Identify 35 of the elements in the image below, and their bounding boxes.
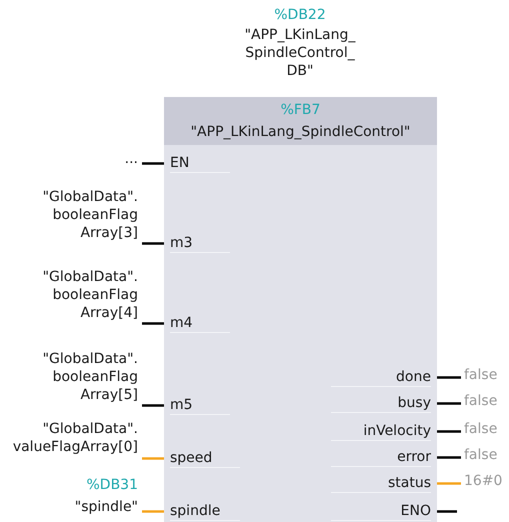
output-value: false [464,420,504,438]
connection-line [435,456,461,459]
parameter-label: "GlobalData". booleanFlag Array[4] [28,268,138,322]
function-block [164,97,437,522]
pin-label: spindle [170,502,240,521]
connection-line [435,482,461,485]
connection-line [435,510,457,513]
pin-label: ENO [331,502,431,521]
parameter-label: "GlobalData". valueFlagArray[0] [0,420,138,456]
connection-line [435,430,461,433]
pin-label: error [331,448,431,467]
connection-line [435,376,461,379]
pin-label: busy [331,394,431,413]
pin-label: status [331,474,431,493]
pin-label: m3 [170,234,230,253]
output-value: false [464,446,504,464]
instance-address: %DB22 [273,6,327,24]
instance-name: "APP_LKinLang_ SpindleControl_ DB" [244,26,356,80]
pin-label: m4 [170,314,230,333]
output-value: false [464,392,504,410]
parameter-label: "spindle" [74,498,138,516]
output-value: 16#0 [464,472,504,490]
parameter-label: "GlobalData". booleanFlag Array[3] [28,188,138,242]
block-name: "APP_LKinLang_SpindleControl" [190,123,412,141]
parameter-label: ... [92,150,138,168]
block-address: %FB7 [280,101,322,119]
pin-label: speed [170,449,240,468]
pin-label: inVelocity [331,422,431,441]
output-value: false [464,366,504,384]
pin-label: done [331,368,431,387]
connection-line [435,402,461,405]
parameter-label: "GlobalData". booleanFlag Array[5] [28,350,138,404]
instance-address: %DB31 [85,476,138,494]
pin-label: m5 [170,396,230,415]
pin-label: EN [170,154,230,173]
